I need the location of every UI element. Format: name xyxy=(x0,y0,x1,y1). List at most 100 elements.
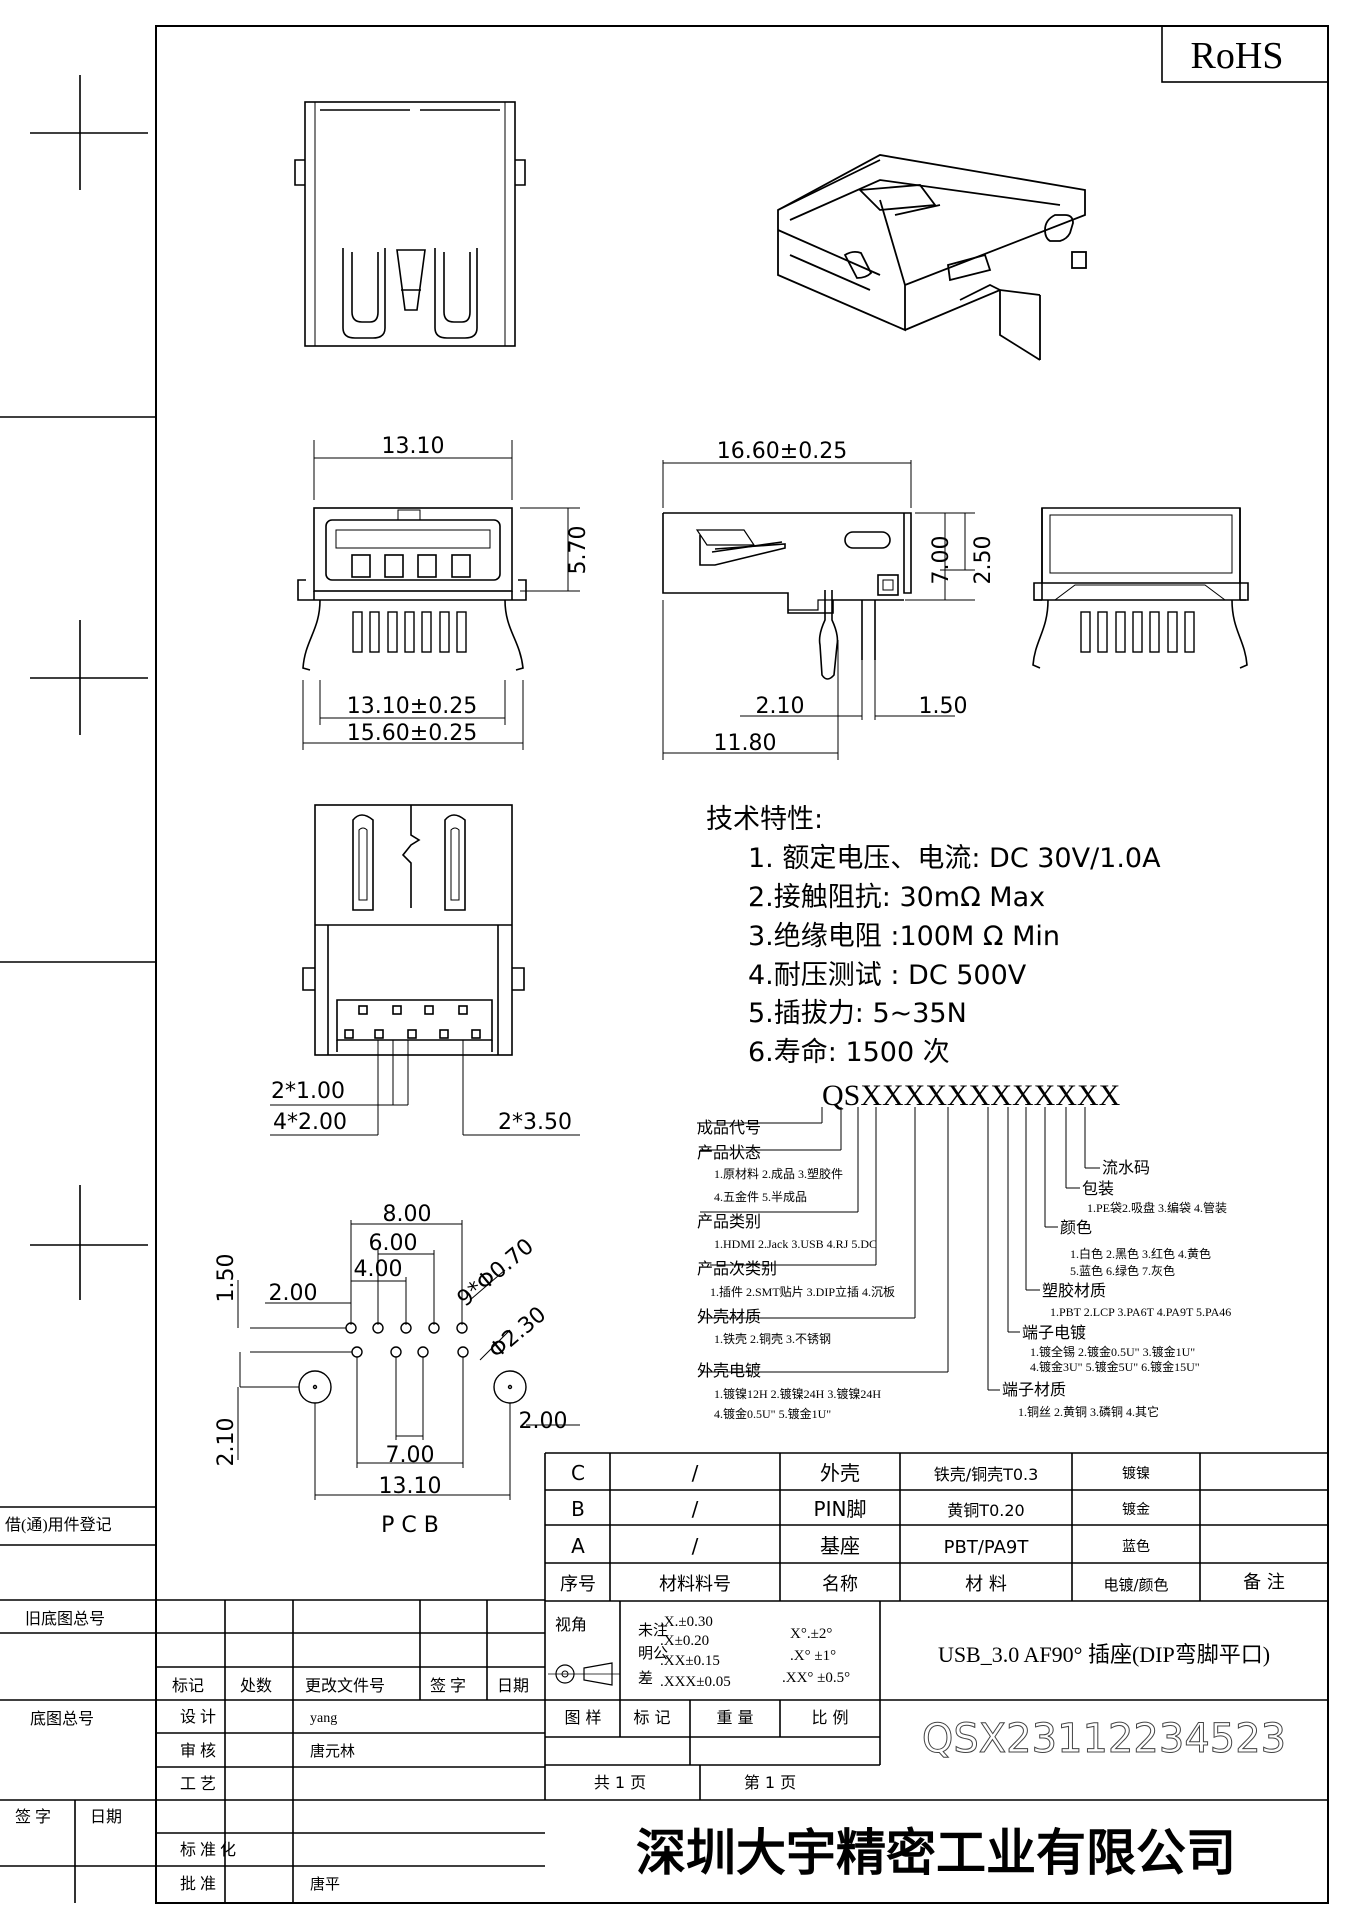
code-left-label-4: 产品次类别 xyxy=(697,1260,777,1278)
weight-label: 重 量 xyxy=(716,1708,753,1727)
bom-finish-a: 蓝色 xyxy=(1122,1538,1150,1555)
old-drawing-no-label: 旧底图总号 xyxy=(25,1610,105,1628)
code-right-opt-5a: 1.镀全锡 2.镀金0.5U" 3.镀金1U" xyxy=(1030,1344,1195,1359)
drawing-number: QSX23112234523 xyxy=(922,1716,1286,1762)
bom-header-name: 名称 xyxy=(822,1574,858,1595)
bom-header-partno: 材料料号 xyxy=(659,1574,731,1595)
bom-material-c: 铁壳/铜壳T0.3 xyxy=(934,1465,1039,1484)
bom-seq-b: B xyxy=(571,1497,585,1521)
dim-side-1-50: 1.50 xyxy=(919,694,968,719)
bom-table-grid xyxy=(544,1452,1328,1602)
bom-header-seq: 序号 xyxy=(560,1574,596,1595)
code-right-label-4: 塑胶材质 xyxy=(1042,1282,1106,1300)
dim-side-2-10: 2.10 xyxy=(756,694,805,719)
bottom-dim-labels: 2*1.00 4*2.00 2*3.50 xyxy=(271,1079,572,1135)
isometric-view-drawing xyxy=(777,154,1087,361)
tol-label-1: 未注 xyxy=(638,1622,668,1639)
pcb-dim-1-5: 1.50 xyxy=(214,1254,239,1303)
standard-label: 标 准 化 xyxy=(180,1841,236,1859)
bom-seq-a: A xyxy=(571,1534,585,1558)
process-label: 工 艺 xyxy=(180,1775,216,1793)
code-right-opt-3a: 1.白色 2.黑色 3.红色 4.黄色 xyxy=(1070,1246,1211,1261)
side-dim-labels: 16.60±0.25 7.00 2.50 2.10 1.50 11.80 xyxy=(714,439,996,756)
pcb-dim-2-00: 2.00 xyxy=(519,1409,568,1434)
bom-name-a: 基座 xyxy=(820,1534,860,1558)
code-right-label-2: 包装 xyxy=(1082,1180,1114,1198)
bom-finish-b: 镀金 xyxy=(1122,1501,1150,1518)
left-block-text: 借(通)用件登记 旧底图总号 底图总号 签 字 日期 标记 处数 更改文件号 签… xyxy=(5,1516,529,1893)
bom-table-text: C / 外壳 铁壳/铜壳T0.3 镀镍 B / PIN脚 黄铜T0.20 镀金 … xyxy=(560,1461,1285,1595)
dim-width: 13.10 xyxy=(382,434,445,459)
rev-doc-label: 更改文件号 xyxy=(305,1677,385,1695)
dim-total-span: 15.60±0.25 xyxy=(347,721,477,746)
company-name: 深圳大宇精密工业有限公司 xyxy=(636,1824,1236,1882)
bom-header-finish: 电镀/颜色 xyxy=(1103,1576,1168,1594)
code-left-opt-2a: 1.原材料 2.成品 3.塑胶件 xyxy=(714,1166,843,1181)
mark-label: 标 记 xyxy=(633,1708,670,1727)
page-number: 第 1 页 xyxy=(744,1773,796,1792)
rev-mark-label: 标记 xyxy=(172,1677,204,1695)
pcb-dim-2-10: 2.10 xyxy=(214,1418,239,1467)
dim-2x3-50: 2*3.50 xyxy=(498,1110,572,1135)
bom-seq-c: C xyxy=(571,1461,585,1485)
code-left-label-1: 成品代号 xyxy=(697,1119,761,1137)
front-view-drawing xyxy=(294,101,526,347)
bottom-view-drawing xyxy=(270,804,580,1136)
spec-title: 技术特性: xyxy=(706,804,823,835)
code-left-label-6: 外壳电镀 xyxy=(697,1362,761,1380)
pcb-label: P C B xyxy=(381,1513,439,1538)
dim-side-11-80: 11.80 xyxy=(714,731,777,756)
bom-finish-c: 镀镍 xyxy=(1122,1465,1150,1482)
bom-name-c: 外壳 xyxy=(820,1461,860,1485)
dim-2x1-00: 2*1.00 xyxy=(271,1079,345,1104)
approve-label: 批 准 xyxy=(180,1875,216,1893)
ang-3: .XX° ±0.5° xyxy=(782,1670,850,1686)
dim-side-2-50: 2.50 xyxy=(971,536,996,585)
designer-name: yang xyxy=(310,1711,337,1726)
ang-2: .X° ±1° xyxy=(790,1648,836,1664)
product-name: USB_3.0 AF90° 插座(DIP弯脚平口) xyxy=(938,1642,1270,1667)
rev-date-label: 日期 xyxy=(497,1677,529,1695)
date-label: 日期 xyxy=(90,1808,122,1826)
pcb-dim-4: 4.00 xyxy=(354,1257,403,1282)
left-block-grid xyxy=(0,1544,545,1903)
sample-label: 图 样 xyxy=(564,1708,601,1727)
spec-item-3: 3.绝缘电阻 :100M Ω Min xyxy=(748,921,1060,952)
part-code-main: QSXXXXXXXXXXXX xyxy=(822,1079,1121,1112)
dim-height: 5.70 xyxy=(566,526,591,575)
pcb-dim-13-1: 13.10 xyxy=(379,1474,442,1499)
code-left-opt-6a: 1.镀镍12H 2.镀镍24H 3.镀镍24H xyxy=(714,1387,881,1401)
part-code-tree xyxy=(697,1107,1100,1391)
code-left-opt-4: 1.插件 2.SMT贴片 3.DIP立插 4.沉板 xyxy=(710,1284,895,1299)
rear-view-drawing xyxy=(1032,507,1249,669)
scale-label: 比 例 xyxy=(811,1708,848,1727)
sign-label: 签 字 xyxy=(15,1808,51,1826)
tol-x: .X.±0.30 xyxy=(660,1614,713,1630)
total-pages: 共 1 页 xyxy=(594,1773,646,1792)
check-label: 审 核 xyxy=(180,1742,216,1760)
pcb-dim-2: 2.00 xyxy=(269,1281,318,1306)
code-right-opt-3b: 5.蓝色 6.绿色 7.灰色 xyxy=(1070,1263,1175,1278)
rohs-label: RoHS xyxy=(1191,35,1284,77)
approver-name: 唐平 xyxy=(310,1876,340,1893)
pcb-dim-6: 6.00 xyxy=(369,1231,418,1256)
pcb-boss-dia: Φ2.30 xyxy=(484,1302,551,1364)
bom-partno-c: / xyxy=(692,1461,699,1485)
bom-material-a: PBT/PA9T xyxy=(944,1537,1030,1558)
pcb-dim-7: 7.00 xyxy=(386,1443,435,1468)
code-left-label-5: 外壳材质 xyxy=(697,1308,761,1326)
dim-pin-span: 13.10±0.25 xyxy=(347,694,477,719)
code-right-opt-6: 1.铜丝 2.黄铜 3.磷铜 4.其它 xyxy=(1018,1404,1159,1419)
bom-header-note: 备 注 xyxy=(1243,1572,1285,1593)
code-right-opt-2: 1.PE袋2.吸盘 3.编袋 4.管装 xyxy=(1087,1200,1227,1215)
dim-side-height: 7.00 xyxy=(929,536,954,585)
checker-name: 唐元林 xyxy=(310,1743,355,1760)
rev-sign-label: 签 字 xyxy=(430,1677,466,1695)
spec-item-4: 4.耐压测试 : DC 500V xyxy=(748,960,1027,991)
spec-item-1: 1. 额定电压、电流: DC 30V/1.0A xyxy=(748,843,1161,874)
front-dim-labels: 13.10 5.70 13.10±0.25 15.60±0.25 xyxy=(347,434,591,746)
tol-label-3: 差 xyxy=(638,1670,653,1687)
bom-partno-b: / xyxy=(692,1497,699,1521)
spec-item-5: 5.插拔力: 5~35N xyxy=(748,998,967,1029)
rev-count-label: 处数 xyxy=(240,1677,272,1695)
